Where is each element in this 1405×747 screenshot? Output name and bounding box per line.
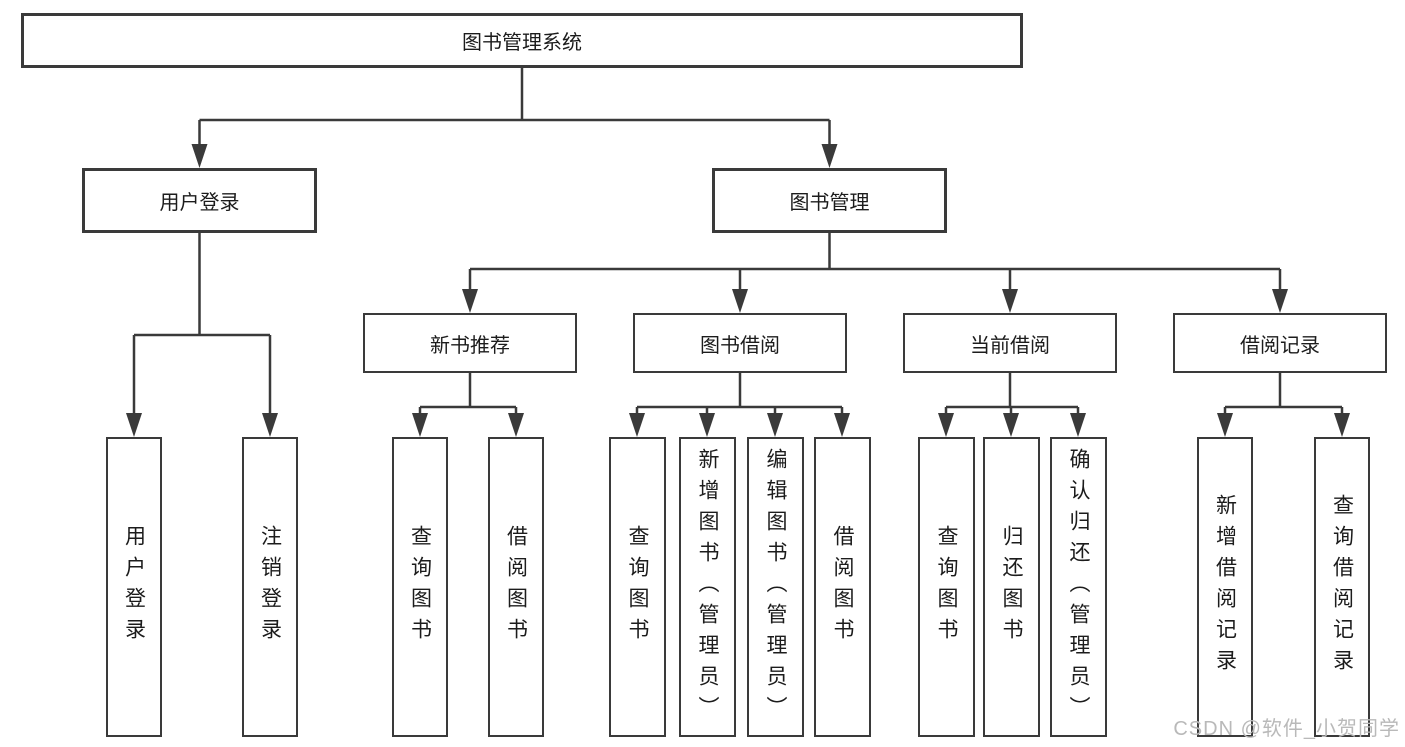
arrow-down [1003,413,1019,437]
node-user-login-group: 用户登录 [82,168,317,233]
connector-root-to-level2 [191,68,838,168]
arrow-down [767,413,783,437]
connector-borrow-record-branch [1217,373,1350,437]
node-leaf-add-borrow-record: 新增借阅记录 [1197,437,1253,737]
node-book-management: 图书管理 [712,168,947,233]
node-leaf-query-books-borrow: 查询图书 [609,437,666,737]
connector-book-mgmt-branch [462,233,1288,313]
node-leaf-logout: 注销登录 [242,437,298,737]
arrow-down [1217,413,1233,437]
arrow-down [412,413,428,437]
node-leaf-add-book-admin: 新增图书（管理员） [679,437,736,737]
arrow-down [821,144,838,168]
node-leaf-query-books-rec: 查询图书 [392,437,448,737]
node-leaf-borrow-books-rec: 借阅图书 [488,437,544,737]
arrow-down [462,289,478,313]
connector-current-borrow-branch [938,373,1086,437]
arrow-down [508,413,524,437]
connector-new-book-rec-branch [412,373,524,437]
connector-user-login-branch [126,233,278,437]
node-leaf-confirm-return-admin: 确认归还（管理员） [1050,437,1107,737]
node-borrowing-records: 借阅记录 [1173,313,1387,373]
csdn-watermark: CSDN @软件_小贺同学 [1173,718,1400,740]
node-new-book-recommendation: 新书推荐 [363,313,577,373]
arrow-down [1272,289,1288,313]
node-current-borrowing: 当前借阅 [903,313,1117,373]
node-leaf-query-borrow-record: 查询借阅记录 [1314,437,1370,737]
arrow-down [699,413,715,437]
node-book-borrowing: 图书借阅 [633,313,847,373]
arrow-down [732,289,748,313]
node-leaf-edit-book-admin: 编辑图书（管理员） [747,437,804,737]
node-leaf-user-login: 用户登录 [106,437,162,737]
arrow-down [126,413,142,437]
arrow-down [262,413,278,437]
node-leaf-borrow-books: 借阅图书 [814,437,871,737]
connector-book-borrow-branch [629,373,850,437]
arrow-down [1334,413,1350,437]
arrow-down [834,413,850,437]
node-library-management-system: 图书管理系统 [21,13,1023,68]
arrow-down [938,413,954,437]
arrow-down [191,144,208,168]
arrow-down [1002,289,1018,313]
arrow-down [629,413,645,437]
node-leaf-query-books-current: 查询图书 [918,437,975,737]
arrow-down [1070,413,1086,437]
node-leaf-return-books: 归还图书 [983,437,1040,737]
